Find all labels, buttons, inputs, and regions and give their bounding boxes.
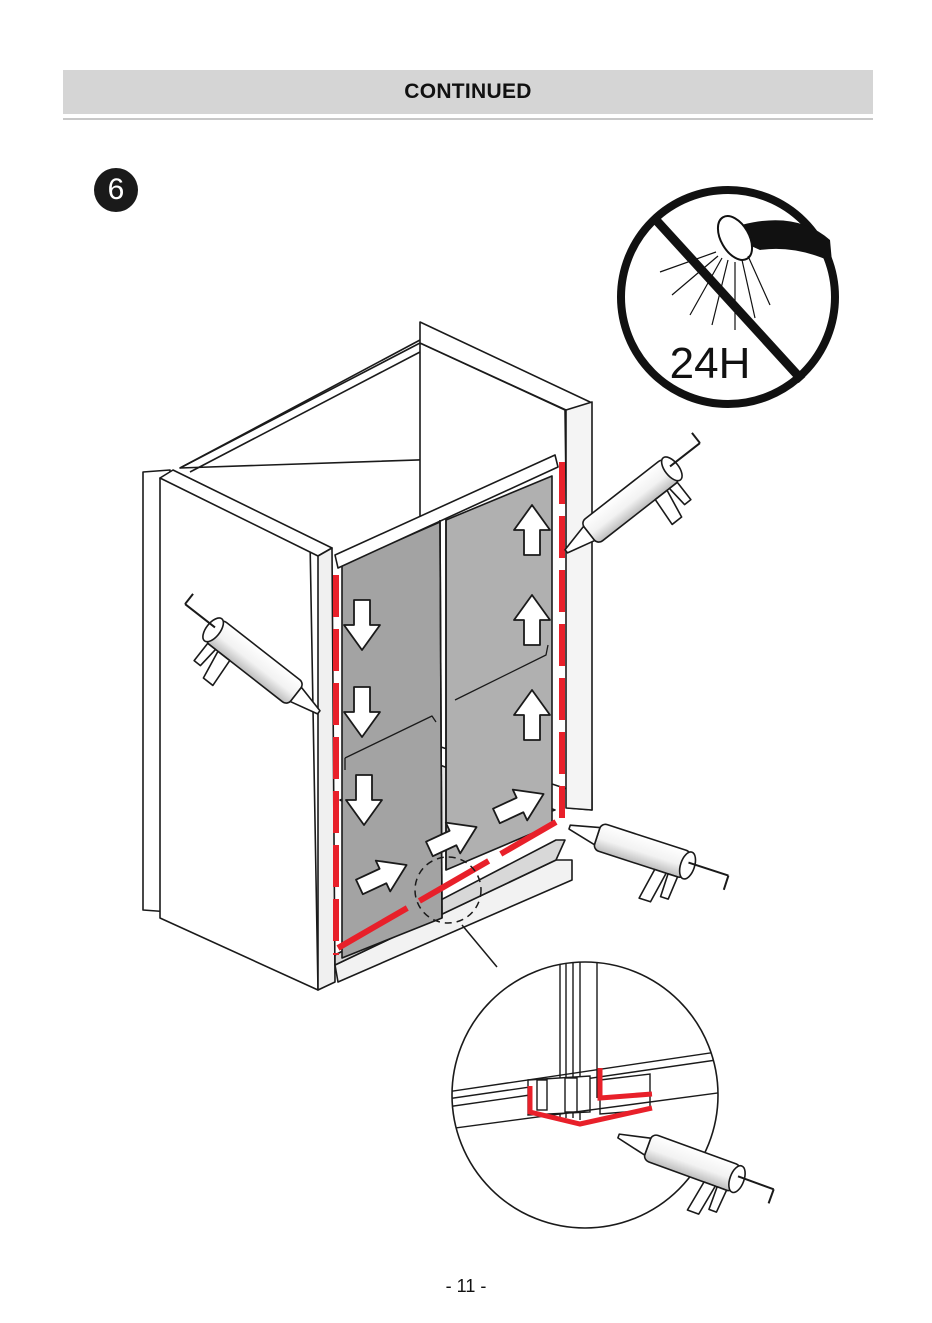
- caulking-gun-icon: [555, 814, 731, 922]
- no-shower-icon: 24H: [621, 190, 835, 404]
- page-number: - 11 -: [0, 1276, 932, 1297]
- detail-zoom-view: [440, 930, 777, 1235]
- no-water-duration-label: 24H: [670, 339, 751, 388]
